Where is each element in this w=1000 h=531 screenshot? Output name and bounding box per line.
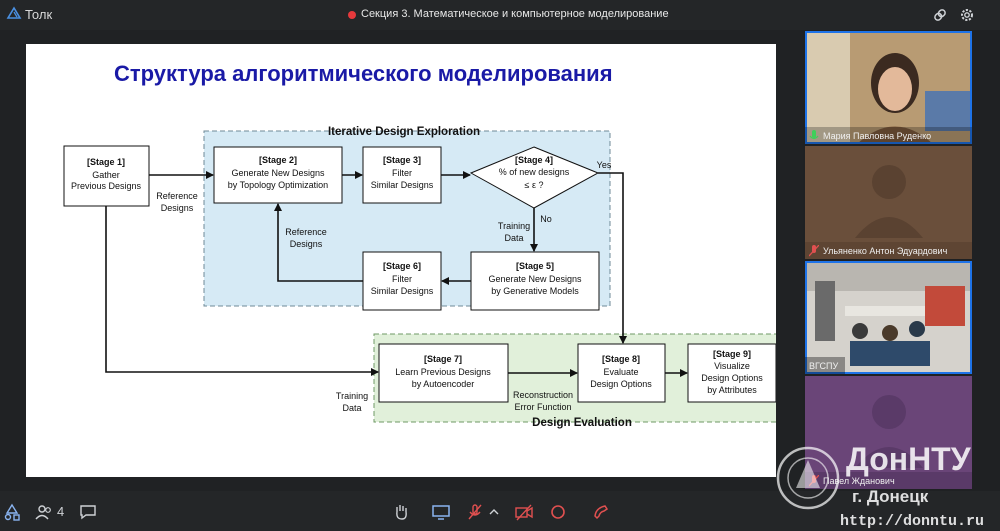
stage-5-line: by Generative Models	[491, 286, 579, 296]
avatar-placeholder	[805, 146, 972, 259]
stage-7-id: [Stage 7]	[424, 354, 462, 364]
participant-label: Ульяненко Антон Эдуардович	[805, 242, 972, 259]
edge-label: Training	[498, 221, 530, 231]
donntu-watermark: ДонНТУ г. Донецк http://donntu.ru	[776, 441, 984, 530]
participant-video	[805, 31, 972, 144]
stage-2-line: by Topology Optimization	[228, 180, 328, 190]
participant-video	[805, 261, 972, 374]
donntu-logo-icon	[776, 446, 840, 510]
participant-name: Павел Жданович	[823, 475, 895, 486]
no-label: No	[540, 214, 552, 224]
meeting-title: Секция 3. Математическое и компьютерное …	[361, 8, 669, 20]
participant-name: ВГСПУ	[809, 360, 839, 371]
stage-8-line: Design Options	[590, 379, 652, 389]
stage-6-line: Similar Designs	[371, 286, 434, 296]
stage-8-id: [Stage 8]	[602, 354, 640, 364]
gear-icon[interactable]	[959, 7, 975, 23]
stage-5-line: Generate New Designs	[488, 274, 582, 284]
top-bar: Толк Секция 3. Математическое и компьюте…	[0, 0, 1000, 30]
stage-4-line: % of new designs	[499, 167, 570, 177]
stage-7-line: by Autoencoder	[412, 379, 475, 389]
chevron-up-icon[interactable]	[488, 503, 500, 521]
mic-on-icon	[809, 129, 819, 139]
yes-label: Yes	[597, 160, 612, 170]
edge-label: Reference	[285, 227, 327, 237]
shapes-icon[interactable]	[3, 503, 21, 521]
stage-3-id: [Stage 3]	[383, 155, 421, 165]
participant-label: Мария Павловна Руденко	[805, 127, 972, 144]
stage-6-id: [Stage 6]	[383, 261, 421, 271]
edge-label: Data	[504, 233, 523, 243]
flowchart: Структура алгоритмического моделирования…	[63, 61, 776, 429]
mic-off-icon[interactable]	[466, 503, 484, 521]
stage-9-line: Design Options	[701, 373, 763, 383]
stage-2-line: Generate New Designs	[231, 168, 325, 178]
stage-9-line: by Attributes	[707, 385, 757, 395]
edge-label: Reference	[156, 191, 198, 201]
stage-3-line: Filter	[392, 168, 412, 178]
camera-off-icon[interactable]	[515, 503, 533, 521]
participant-tile[interactable]: Павел Жданович	[805, 376, 972, 489]
edge-label: Reconstruction	[513, 390, 573, 400]
participant-tile[interactable]: Ульяненко Антон Эдуардович	[805, 146, 972, 259]
slide-title: Структура алгоритмического моделирования	[114, 61, 613, 86]
app-logo-icon	[6, 6, 22, 19]
chat-icon[interactable]	[79, 503, 97, 521]
stage-7-line: Learn Previous Designs	[395, 367, 491, 377]
participant-name: Мария Павловна Руденко	[823, 130, 932, 141]
raise-hand-icon[interactable]	[392, 503, 410, 521]
watermark-city: г. Донецк	[852, 487, 929, 506]
mic-muted-icon	[809, 244, 819, 256]
stage-5-id: [Stage 5]	[516, 261, 554, 271]
edge-label: Data	[342, 403, 361, 413]
app-name: Толк	[25, 7, 53, 22]
record-icon[interactable]	[549, 503, 567, 521]
watermark-url: http://donntu.ru	[840, 513, 984, 530]
screen-share-area: Структура алгоритмического моделирования…	[0, 30, 803, 491]
iterative-region-label: Iterative Design Exploration	[328, 126, 480, 138]
presentation-slide: Структура алгоритмического моделирования…	[26, 44, 776, 477]
hang-up-icon[interactable]	[592, 503, 610, 521]
stage-9-line: Visualize	[714, 361, 750, 371]
participant-label: ВГСПУ	[805, 357, 845, 374]
stage-8-line: Evaluate	[603, 367, 638, 377]
participants-icon[interactable]	[35, 503, 53, 521]
bottom-toolbar: 4	[0, 491, 1000, 531]
edge-label: Designs	[161, 203, 194, 213]
stage-1-id: [Stage 1]	[87, 157, 125, 167]
stage-4-line: ≤ ε ?	[525, 180, 544, 190]
stage-9-id: [Stage 9]	[713, 349, 751, 359]
stage-6-line: Filter	[392, 274, 412, 284]
edge-label: Designs	[290, 239, 323, 249]
evaluation-region-label: Design Evaluation	[532, 417, 632, 429]
stage-4-id: [Stage 4]	[515, 155, 553, 165]
stage-3-line: Similar Designs	[371, 180, 434, 190]
participant-name: Ульяненко Антон Эдуардович	[823, 245, 948, 256]
avatar-placeholder	[805, 376, 972, 489]
stage-1-line: Previous Designs	[71, 181, 142, 191]
screen-share-icon[interactable]	[432, 503, 450, 521]
participant-tile[interactable]: ВГСПУ	[805, 261, 972, 374]
stage-2-id: [Stage 2]	[259, 155, 297, 165]
stage-1-line: Gather	[92, 170, 120, 180]
edge-label: Error Function	[514, 402, 571, 412]
link-icon[interactable]	[932, 7, 948, 23]
edge-label: Training	[336, 391, 368, 401]
watermark-name: ДонНТУ	[846, 441, 972, 477]
participant-count: 4	[57, 504, 65, 519]
recording-indicator-icon	[348, 11, 356, 19]
participant-tile[interactable]: Мария Павловна Руденко	[805, 31, 972, 144]
